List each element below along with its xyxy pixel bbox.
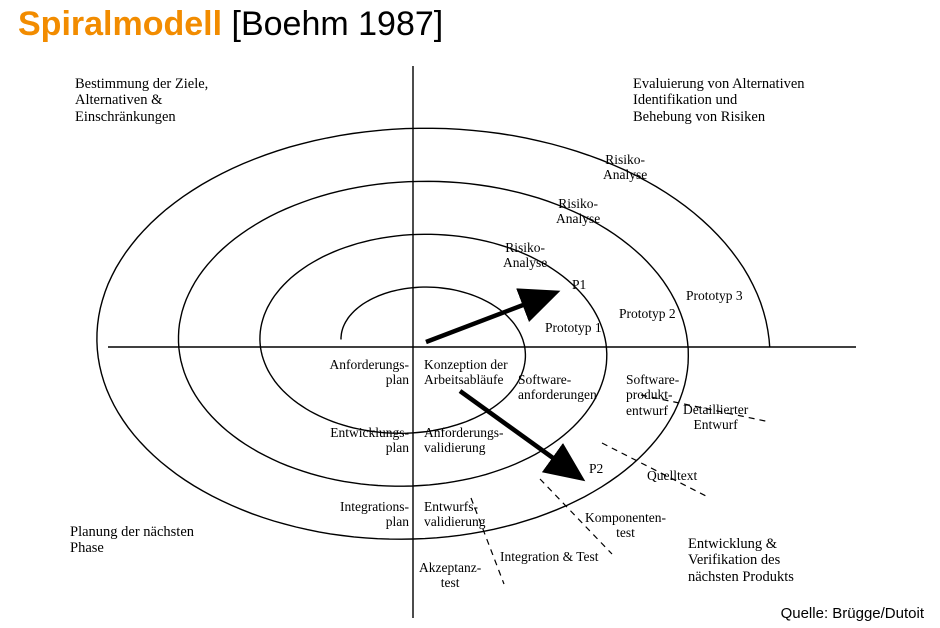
label-detaillierter-entwurf: Detaillierter Entwurf [683, 402, 749, 433]
label-anforderungsvalidierung: Anforderungs- validierung [424, 425, 504, 456]
quadrant-label-top-right: Evaluierung von Alternativen Identifikat… [633, 76, 805, 125]
quadrant-label-bottom-right: Entwicklung & Verifikation des nächsten … [688, 536, 794, 585]
quadrant-label-bottom-left: Planung der nächsten Phase [70, 524, 195, 557]
label-komponententest: Komponenten- test [585, 510, 666, 541]
label-risiko-analyse-mid: Risiko- Analyse [556, 196, 601, 227]
label-prototyp-3: Prototyp 3 [686, 288, 743, 303]
spiral-curve [96, 127, 771, 540]
sector-divider-dashed-2 [601, 442, 709, 498]
label-risiko-analyse-inner: Risiko- Analyse [503, 240, 548, 271]
label-prototyp-2: Prototyp 2 [619, 306, 676, 321]
label-softwareproduktentwurf: Software- produkt- entwurf [626, 372, 680, 418]
label-p1: P1 [572, 277, 587, 292]
source-credit: Quelle: Brügge/Dutoit [780, 605, 924, 622]
label-prototyp-1: Prototyp 1 [545, 320, 602, 335]
label-entwurfsvalidierung: Entwurfs- validierung [424, 499, 486, 530]
page-title: Spiralmodell [Boehm 1987] [18, 5, 444, 43]
arrow-p1 [425, 288, 561, 345]
label-softwareanforderungen: Software- anforderungen [518, 372, 597, 403]
arrow-p2 [458, 389, 586, 482]
sector-divider-dashed-4 [470, 497, 505, 585]
label-integrationsplan: Integrations- plan [340, 499, 409, 530]
quadrant-label-top-left: Bestimmung der Ziele, Alternativen & Ein… [75, 76, 209, 125]
label-quelltext: Quelltext [647, 468, 698, 483]
label-konzeption-der-arbeitsablaeufe: Konzeption der Arbeitsabläufe [424, 357, 508, 388]
label-anforderungsplan: Anforderungs- plan [329, 357, 409, 388]
label-risiko-analyse-outer: Risiko- Analyse [603, 152, 648, 183]
label-akzeptanztest: Akzeptanz- test [419, 560, 482, 591]
label-entwicklungsplan: Entwicklungs- plan [330, 425, 409, 456]
label-p2: P2 [589, 461, 604, 476]
title-main: Spiralmodell [18, 5, 223, 43]
label-integration-und-test: Integration & Test [500, 549, 599, 564]
title-suffix: [Boehm 1987] [222, 5, 444, 43]
